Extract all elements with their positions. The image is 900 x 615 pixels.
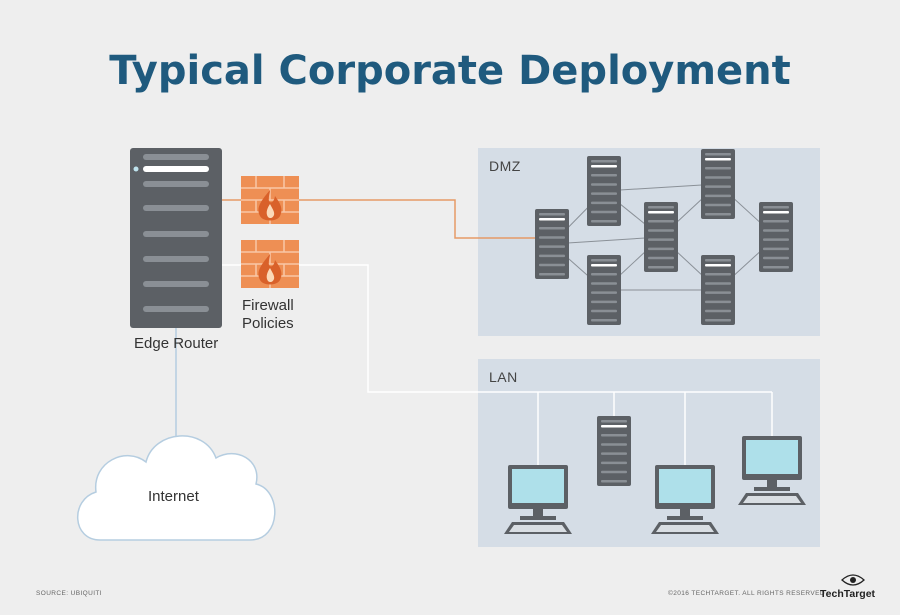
firewall-label: Firewall Policies [242,297,294,333]
lan-label: LAN [489,369,518,385]
server-icon [759,202,793,272]
internet-label: Internet [148,488,199,505]
server-icon [701,149,735,219]
desktop-computer-icon [738,436,806,505]
source-note: SOURCE: UBIQUITI [36,590,102,597]
status-led-icon [133,166,139,172]
server-icon [597,416,631,486]
dmz-uplink [165,199,537,239]
server-icon [587,255,621,325]
techtarget-logo-icon [841,574,865,586]
firewall-label-line2: Policies [242,315,294,332]
server-icon [701,255,735,325]
diagram-title: Typical Corporate Deployment [109,48,791,94]
firewall-icon [241,240,299,288]
firewall-label-line1: Firewall [242,297,294,314]
techtarget-brand: TechTarget [820,588,876,600]
firewall-icon [241,176,299,224]
server-icon [535,209,569,279]
server-icon [644,202,678,272]
dmz-servers [535,149,793,325]
edge-router-label: Edge Router [134,335,219,352]
cloud-icon [77,435,276,541]
lan-devices [504,416,806,534]
server-icon [587,156,621,226]
edge-router-server [130,148,222,328]
copyright-note: ©2016 TECHTARGET. ALL RIGHTS RESERVED [668,590,825,597]
desktop-computer-icon [504,465,572,534]
desktop-computer-icon [651,465,719,534]
dmz-label: DMZ [489,158,521,174]
